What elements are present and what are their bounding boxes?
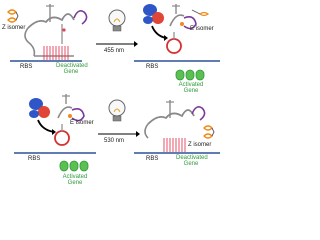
label-activated-gene-top: Activated Gene	[178, 82, 204, 94]
azobenzene-z-icon-bottom	[203, 125, 215, 139]
panel-top-right	[134, 4, 220, 81]
arrow-forward	[96, 41, 138, 47]
label-z-isomer-top: Z isomer	[2, 25, 26, 31]
light-bulb-icon-bottom	[108, 99, 126, 122]
binding-arrow-top	[151, 25, 167, 39]
label-activated-gene-bottom: Activated Gene	[62, 174, 88, 186]
label-rbs-bottom-left: RBS	[28, 156, 41, 162]
label-e-isomer-top: E isomer	[190, 26, 214, 32]
protein-complex-icon-bottom	[29, 98, 50, 118]
diagram-canvas	[7, 4, 220, 172]
hairpin-lines-top-left	[43, 46, 69, 60]
aptamer-structure-top-left	[24, 4, 88, 57]
gene-capsules-bottom-left	[59, 160, 89, 172]
hairpin-lines-bottom-right	[163, 138, 186, 152]
azobenzene-z-icon	[7, 9, 19, 23]
label-rbs-top-right: RBS	[146, 64, 159, 70]
aptamer-structure-bottom-right	[144, 100, 206, 139]
label-deactivated-gene-top: Deactivated Gene	[56, 63, 88, 75]
rbs-loop-ring	[166, 38, 182, 54]
label-deactivated-gene-bottom: Deactivated Gene	[176, 155, 208, 167]
binding-arrow-bottom	[37, 119, 55, 133]
label-455nm: 455 nm	[104, 48, 125, 54]
riboswitch-diagram: Z isomer RBS Deactivated Gene 455 nm E i…	[2, 4, 220, 186]
aptamer-structure-bottom-left	[54, 94, 85, 146]
light-bulb-icon	[108, 9, 126, 32]
panel-bottom-right	[134, 100, 220, 154]
label-rbs-top-left: RBS	[20, 64, 33, 70]
arrow-reverse	[98, 131, 140, 137]
label-530nm: 530 nm	[104, 138, 125, 144]
panel-bottom-left	[14, 94, 96, 172]
gene-capsules-top-right	[175, 69, 205, 81]
label-rbs-bottom-right: RBS	[146, 156, 159, 162]
panel-top-left	[7, 4, 88, 62]
aptamer-structure-top-right	[166, 4, 197, 54]
protein-complex-icon	[143, 4, 164, 24]
label-e-isomer-bottom: E isomer	[70, 120, 94, 126]
label-z-isomer-bottom: Z isomer	[188, 142, 212, 148]
azobenzene-e-icon	[191, 9, 210, 17]
